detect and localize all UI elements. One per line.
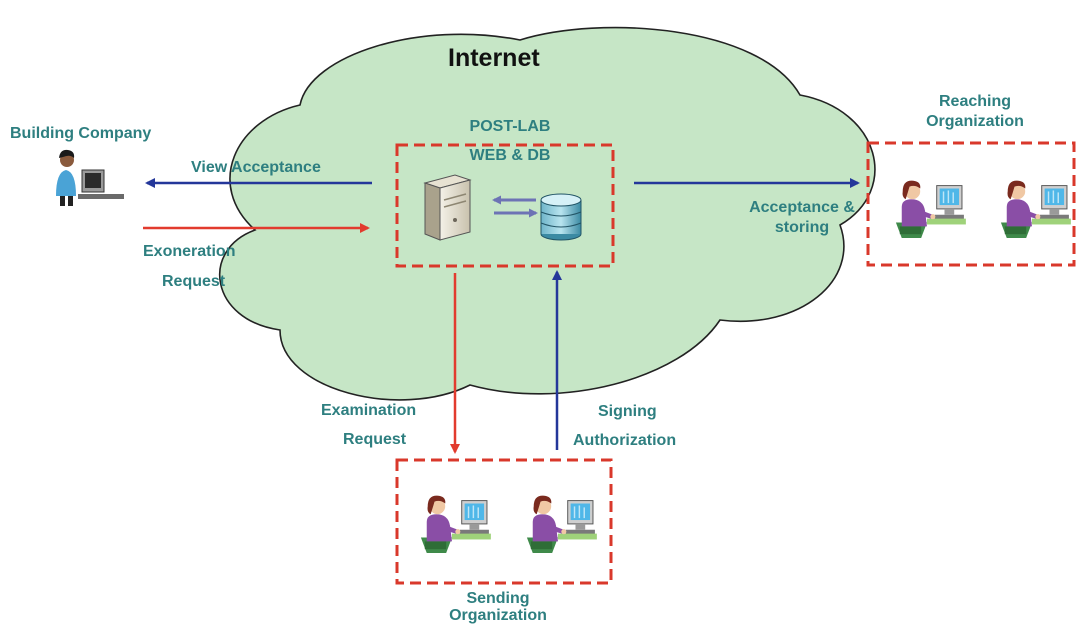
acceptance-storing-label-line2: storing xyxy=(774,219,830,236)
sending-worker-1-icon xyxy=(420,494,491,554)
sending-org-label-line2: Organization xyxy=(449,607,547,624)
reaching-org-label-line1: Reaching xyxy=(938,93,1011,110)
building-company-person-icon xyxy=(56,149,124,206)
signing-label-line1: Signing xyxy=(598,403,657,420)
exoneration-label-line1: Exoneration xyxy=(143,243,236,260)
sending-org-label-line1: Sending xyxy=(466,590,530,607)
examination-label-line2: Request xyxy=(343,431,407,448)
sending-worker-2-icon xyxy=(526,494,597,554)
sending-org-box xyxy=(395,458,613,585)
database-icon xyxy=(540,193,582,241)
examination-label-line1: Examination xyxy=(321,402,417,419)
server-title-line2: WEB & DB xyxy=(469,147,551,164)
signing-label-line2: Authorization xyxy=(573,432,677,449)
acceptance-storing-label-line1: Acceptance & xyxy=(749,199,855,216)
internet-title: Internet xyxy=(448,44,540,72)
reaching-worker-2-icon xyxy=(1000,179,1071,239)
server-title-line1: POST-LAB xyxy=(469,118,551,135)
view-acceptance-label: View Acceptance xyxy=(191,159,321,176)
server-icon xyxy=(423,174,472,241)
exoneration-label-line2: Request xyxy=(162,273,226,290)
building-company-label: Building Company xyxy=(10,125,152,142)
reaching-org-label-line2: Organization xyxy=(926,113,1024,130)
server-box xyxy=(395,143,615,268)
reaching-org-box xyxy=(866,141,1076,267)
reaching-worker-1-icon xyxy=(895,179,966,239)
